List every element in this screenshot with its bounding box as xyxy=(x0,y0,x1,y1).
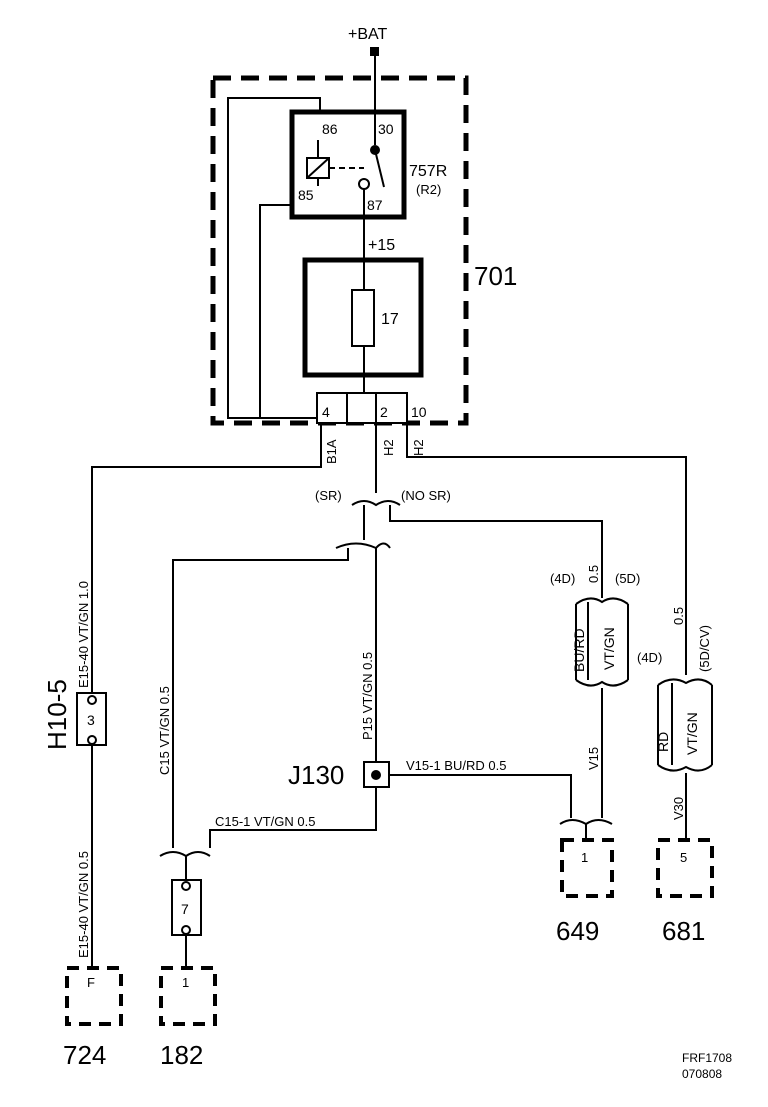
sr-split-brace xyxy=(351,500,401,507)
relay-pin-85: 85 xyxy=(298,187,314,203)
component-681-pin: 5 xyxy=(680,850,687,865)
footer-date: 070808 xyxy=(682,1067,722,1081)
relay-pin-87: 87 xyxy=(367,197,383,213)
component-724-box xyxy=(65,966,123,1026)
footer-ref: FRF1708 xyxy=(682,1051,732,1065)
pin-3-top xyxy=(87,695,97,705)
v15-split-brace-bottom xyxy=(575,679,629,687)
wire-label-e15-40-lower: E15-40 VT/GN 0.5 xyxy=(76,851,91,958)
v30-split-brace-top xyxy=(657,678,713,686)
c15-split-brace xyxy=(335,542,391,550)
wire-c15 xyxy=(172,548,349,848)
component-182-box xyxy=(159,966,217,1026)
pin-3-bottom xyxy=(87,735,97,745)
unit-701-label: 701 xyxy=(474,261,517,291)
coil-diagonal xyxy=(306,157,330,179)
component-182-label: 182 xyxy=(160,1040,203,1070)
wire-v15-1 xyxy=(389,774,572,818)
wire-c15-1 xyxy=(209,787,377,848)
v30-color-rd: RD xyxy=(655,732,671,752)
component-182-pin: 1 xyxy=(182,975,189,990)
wire-85-pin4 xyxy=(259,204,292,418)
switch-contact-87 xyxy=(358,178,370,190)
component-649-pin: 1 xyxy=(581,850,588,865)
component-681-box xyxy=(656,838,714,898)
switch-blade xyxy=(374,149,385,188)
relay-id: 757R xyxy=(409,163,447,180)
variant-sr: (SR) xyxy=(315,488,342,503)
ign-label: +15 xyxy=(368,237,395,254)
inline-pin-3: 3 xyxy=(87,712,95,728)
relay-sub: (R2) xyxy=(416,182,441,197)
wire-label-p15: P15 VT/GN 0.5 xyxy=(360,652,375,740)
conn-label-b1a: B1A xyxy=(324,439,339,464)
unit-connector xyxy=(316,392,408,424)
c15-join-brace xyxy=(159,851,211,858)
component-649-label: 649 xyxy=(556,916,599,946)
v15-color-bu-rd: BU/RD xyxy=(571,628,587,672)
bat-terminal xyxy=(370,47,379,56)
splice-label: J130 xyxy=(288,760,344,790)
wire-size-v30: 0.5 xyxy=(671,607,686,625)
variant-5d-cv: (5D/CV) xyxy=(697,625,712,672)
v15-color-vt-gn: VT/GN xyxy=(601,627,617,670)
connector-pin-2: 2 xyxy=(380,404,388,420)
component-724-label: 724 xyxy=(63,1040,106,1070)
wire-label-c15: C15 VT/GN 0.5 xyxy=(157,686,172,775)
v30-color-vt-gn: VT/GN xyxy=(684,712,700,755)
component-649-box xyxy=(560,838,614,898)
wire-label-v15: V15 xyxy=(586,747,601,770)
wire-label-v15-1: V15-1 BU/RD 0.5 xyxy=(406,758,506,773)
conn-label-h2-a: H2 xyxy=(381,439,396,456)
bat-label: +BAT xyxy=(348,26,388,43)
component-681-label: 681 xyxy=(662,916,705,946)
wire-e15-40-upper xyxy=(91,423,322,693)
inline-pin-7: 7 xyxy=(181,901,189,917)
fuse-element xyxy=(351,289,375,347)
wire-no-sr-branch xyxy=(389,505,603,598)
wire-label-e15-40-upper: E15-40 VT/GN 1.0 xyxy=(76,581,91,688)
wire-size-v15: 0.5 xyxy=(586,565,601,583)
v30-split-brace-bottom xyxy=(657,764,713,772)
pin-7-bottom xyxy=(181,925,191,935)
wire-label-v30: V30 xyxy=(671,797,686,820)
connector-pin-4: 4 xyxy=(322,404,330,420)
fuse-id: 17 xyxy=(381,311,399,328)
variant-4d-v30: (4D) xyxy=(637,650,662,665)
variant-no-sr: (NO SR) xyxy=(401,488,451,503)
component-724-pin: F xyxy=(87,975,95,990)
variant-5d-v15: (5D) xyxy=(615,571,640,586)
v15-split-brace-top xyxy=(575,597,629,605)
variant-4d-v15: (4D) xyxy=(550,571,575,586)
pin-7-top xyxy=(181,881,191,891)
v15-join-brace xyxy=(559,819,613,826)
wire-label-c15-1: C15-1 VT/GN 0.5 xyxy=(215,814,315,829)
relay-pin-86: 86 xyxy=(322,121,338,137)
conn-label-h2-b: H2 xyxy=(411,439,426,456)
relay-pin-30: 30 xyxy=(378,121,394,137)
splice-dot xyxy=(371,770,381,780)
connector-pin-10: 10 xyxy=(411,404,427,420)
wire-pin10-v30 xyxy=(406,423,687,675)
inline-connector-label: H10-5 xyxy=(42,679,72,750)
unit-701-box xyxy=(210,75,469,426)
relay-757r-box xyxy=(289,109,407,220)
